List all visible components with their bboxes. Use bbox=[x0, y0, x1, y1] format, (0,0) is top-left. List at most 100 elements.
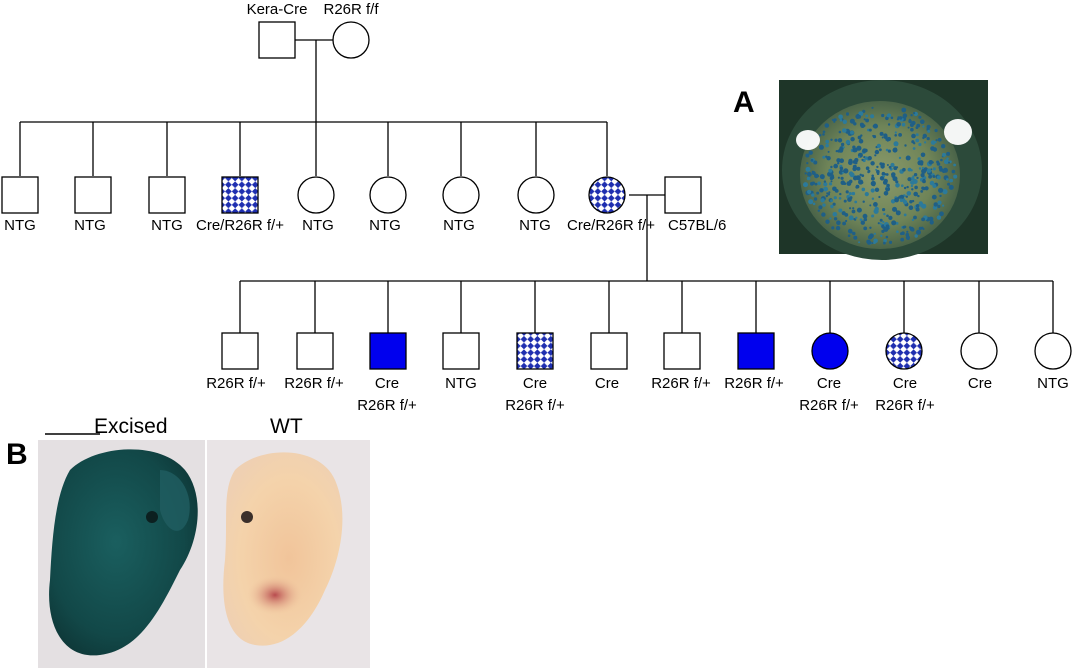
eye-stain-dot bbox=[811, 181, 816, 185]
eye-stain-dot bbox=[885, 224, 890, 228]
eye-stain-dot bbox=[852, 231, 856, 236]
eye-stain-dot bbox=[938, 165, 943, 170]
gen3-symbol-11 bbox=[960, 332, 998, 370]
gen3-label-line2-10: R26R f/+ bbox=[875, 397, 935, 414]
gen3-label-line2-5: R26R f/+ bbox=[505, 397, 565, 414]
eye-stain-dot bbox=[917, 157, 921, 161]
eye-stain-dot bbox=[918, 115, 922, 119]
gen3-label-line1-7: R26R f/+ bbox=[651, 375, 711, 392]
gen2-symbol-2 bbox=[74, 176, 112, 214]
eye-stain-dot bbox=[896, 230, 899, 233]
eye-stain-dot bbox=[876, 172, 880, 175]
eye-stain-dot bbox=[879, 131, 884, 136]
eye-stain-dot bbox=[886, 114, 890, 118]
eye-stain-dot bbox=[843, 182, 847, 186]
eye-stain-dot bbox=[912, 147, 916, 150]
eye-stain-dot bbox=[951, 169, 956, 174]
eye-stain-dot bbox=[928, 216, 934, 222]
eye-stain-dot bbox=[848, 215, 854, 221]
eye-stain-dot bbox=[953, 174, 958, 179]
eye-stain-dot bbox=[903, 186, 907, 190]
eye-stain-dot bbox=[921, 168, 927, 174]
eye-stain-dot bbox=[812, 171, 816, 175]
gen3-label-line1-5: Cre bbox=[523, 375, 547, 392]
eye-stain-dot bbox=[898, 116, 903, 120]
eye-stain-dot bbox=[848, 158, 853, 163]
eye-stain-dot bbox=[874, 154, 877, 157]
gen2-symbol-7 bbox=[442, 176, 480, 214]
eye-stain-dot bbox=[905, 155, 911, 161]
eye-stain-dot bbox=[865, 114, 869, 118]
gen2-label-8: NTG bbox=[519, 217, 551, 234]
eye-stain-dot bbox=[806, 162, 809, 165]
eye-stain-dot bbox=[921, 186, 925, 190]
embryo-label-excised: Excised bbox=[94, 415, 168, 438]
eye-stain-dot bbox=[839, 119, 843, 122]
eye-stain-dot bbox=[855, 185, 859, 189]
eye-stain-dot bbox=[848, 192, 852, 196]
eye-stain-dot bbox=[946, 178, 949, 181]
eye-stain-dot bbox=[873, 238, 878, 244]
eye-stain-dot bbox=[830, 165, 833, 169]
eye-stain-dot bbox=[826, 156, 831, 161]
eye-stain-dot bbox=[872, 135, 877, 139]
eye-stain-dot bbox=[869, 204, 872, 207]
eye-stain-dot bbox=[863, 118, 866, 121]
panel-b-label: B bbox=[6, 438, 28, 471]
eye-stain-dot bbox=[886, 164, 889, 166]
eye-stain-dot bbox=[871, 174, 874, 178]
eye-stain-dot bbox=[910, 127, 914, 132]
eye-stain-dot bbox=[819, 134, 822, 137]
eye-stain-dot bbox=[901, 231, 905, 235]
gen3-symbol-8 bbox=[737, 332, 775, 370]
eye-stain-dot bbox=[911, 218, 915, 222]
mother-symbol bbox=[332, 21, 370, 59]
eye-stain-dot bbox=[919, 160, 922, 164]
eye-stain-dot bbox=[934, 128, 938, 133]
eye-stain-dot bbox=[892, 206, 897, 212]
eye-stain-dot bbox=[883, 212, 886, 216]
eye-stain-dot bbox=[832, 212, 838, 217]
eye-stain-dot bbox=[887, 227, 890, 230]
gen2-label-3: NTG bbox=[151, 217, 183, 234]
panel-a-label: A bbox=[733, 86, 755, 119]
eye-stain-dot bbox=[935, 139, 938, 142]
eye-stain-dot bbox=[922, 133, 927, 139]
eye-stain-dot bbox=[870, 114, 875, 119]
eye-stain-dot bbox=[882, 180, 888, 185]
gen2-label-9: Cre/R26R f/+ bbox=[567, 217, 655, 234]
eye-stain-dot bbox=[825, 219, 830, 224]
eye-stain-dot bbox=[840, 176, 844, 180]
eye-stain-dot bbox=[914, 234, 918, 238]
eye-stain-dot bbox=[921, 217, 925, 222]
eye-stain-dot bbox=[833, 196, 837, 200]
eye-stain-dot bbox=[892, 147, 898, 153]
eye-stain-dot bbox=[816, 191, 820, 195]
eye-stain-dot bbox=[865, 166, 870, 170]
eye-stain-dot bbox=[873, 123, 878, 129]
eye-stain-dot bbox=[805, 166, 811, 172]
eye-stain-dot bbox=[821, 212, 826, 217]
eye-stain-dot bbox=[828, 191, 831, 194]
eye-stain-dot bbox=[890, 199, 896, 204]
eye-stain-dot bbox=[879, 148, 882, 152]
eye-stain-dot bbox=[914, 185, 918, 190]
eye-stain-dot bbox=[874, 149, 880, 155]
eye-stain-dot bbox=[895, 180, 899, 184]
eye-stain-dot bbox=[830, 199, 833, 203]
eye-stain-dot bbox=[822, 155, 826, 159]
eye-stain-dot bbox=[836, 220, 841, 225]
eye-stain-dot bbox=[922, 227, 925, 231]
eye-stain-dot bbox=[894, 131, 897, 134]
eye-stain-dot bbox=[888, 215, 893, 220]
eye-stain-dot bbox=[862, 109, 866, 113]
eye-stain-dot bbox=[939, 194, 942, 198]
eye-stain-dot bbox=[896, 122, 901, 127]
eye-stain-dot bbox=[900, 237, 905, 242]
eye-stain-dot bbox=[848, 171, 854, 176]
eye-stain-dot bbox=[915, 133, 919, 137]
eye-stain-dot bbox=[832, 202, 836, 206]
eye-stain-dot bbox=[902, 167, 906, 172]
eye-stain-dot bbox=[949, 178, 953, 183]
eye-stain-dot bbox=[940, 158, 943, 162]
